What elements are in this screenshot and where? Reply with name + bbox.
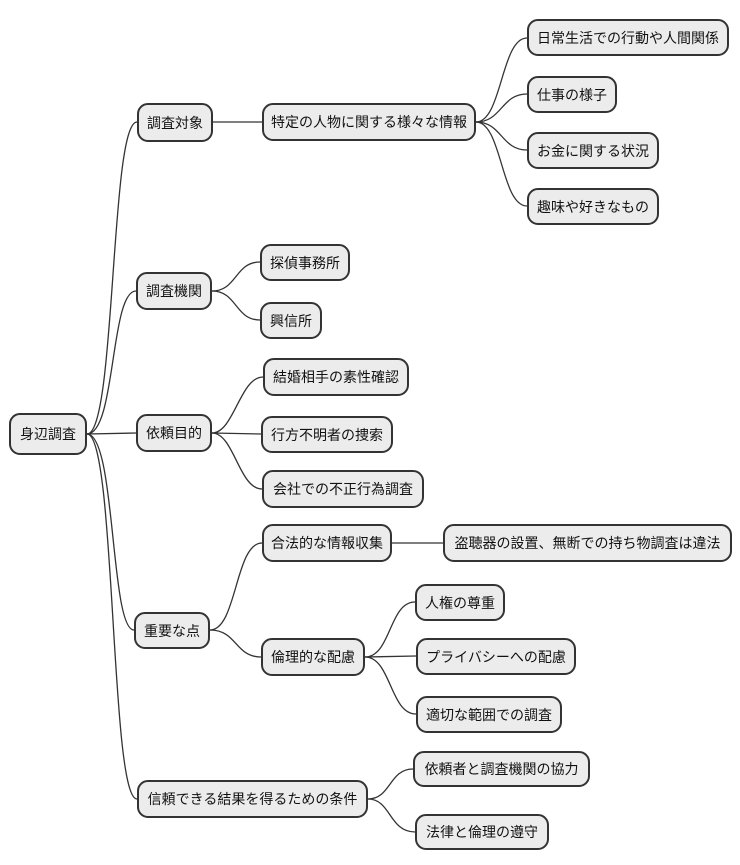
- edge-person-info-hobbies: [475, 121, 528, 207]
- edge-agencies-credit-bureau: [211, 290, 261, 321]
- node-request-purpose: 依頼目的: [136, 414, 212, 452]
- node-investigation-agencies: 調査機関: [136, 272, 212, 310]
- node-root-background-check: 身辺調査: [9, 413, 87, 455]
- edge-important-legal-gathering: [209, 542, 263, 631]
- edge-purpose-misconduct: [211, 432, 263, 490]
- node-marriage-partner-check: 結婚相手の素性確認: [263, 358, 409, 396]
- node-money-situation: お金に関する状況: [527, 132, 659, 169]
- edge-root-investigation-target: [86, 121, 138, 435]
- edge-reliable-compliance: [367, 798, 416, 833]
- edge-purpose-marriage-check: [211, 376, 264, 434]
- node-illegal-methods-note: 盗聴器の設置、無断での持ち物調査は違法: [443, 524, 732, 562]
- edge-ethical-scope: [364, 656, 417, 715]
- edge-agencies-detective-office: [211, 261, 261, 292]
- node-law-ethics-compliance: 法律と倫理の遵守: [415, 814, 549, 850]
- node-human-rights-respect: 人権の尊重: [415, 584, 505, 621]
- node-work-situation: 仕事の様子: [527, 76, 617, 113]
- edge-root-request-purpose: [86, 432, 137, 435]
- node-investigation-target: 調査対象: [137, 103, 213, 142]
- node-ethical-consideration: 倫理的な配慮: [261, 638, 365, 676]
- edge-ethical-privacy: [364, 655, 417, 658]
- edge-person-info-daily-life: [475, 37, 528, 123]
- node-missing-person-search: 行方不明者の捜索: [261, 416, 393, 453]
- edge-root-reliable-results: [86, 433, 138, 800]
- node-reliable-results-conditions: 信頼できる結果を得るための条件: [137, 780, 368, 818]
- node-daily-life-behavior: 日常生活での行動や人間関係: [527, 19, 729, 56]
- edge-purpose-missing-person: [211, 432, 262, 435]
- edge-person-info-money: [475, 121, 528, 151]
- edge-root-important-points: [86, 433, 135, 631]
- node-corporate-misconduct-investigation: 会社での不正行為調査: [262, 470, 424, 508]
- edge-important-ethical: [209, 629, 262, 658]
- node-detective-office: 探偵事務所: [260, 244, 350, 281]
- node-legal-information-gathering: 合法的な情報収集: [262, 524, 392, 562]
- node-important-points: 重要な点: [134, 612, 210, 649]
- edge-reliable-cooperation: [367, 768, 414, 800]
- edge-person-info-work: [475, 93, 528, 123]
- node-credit-bureau: 興信所: [260, 302, 322, 339]
- node-privacy-consideration: プライバシーへの配慮: [416, 638, 576, 675]
- edge-ethical-human-rights: [364, 601, 416, 658]
- edge-root-investigation-agencies: [86, 290, 137, 435]
- node-hobbies-likes: 趣味や好きなもの: [527, 188, 659, 225]
- node-client-agency-cooperation: 依頼者と調査機関の協力: [413, 751, 590, 787]
- node-specific-person-info: 特定の人物に関する様々な情報: [262, 103, 476, 141]
- node-appropriate-scope: 適切な範囲での調査: [416, 696, 562, 733]
